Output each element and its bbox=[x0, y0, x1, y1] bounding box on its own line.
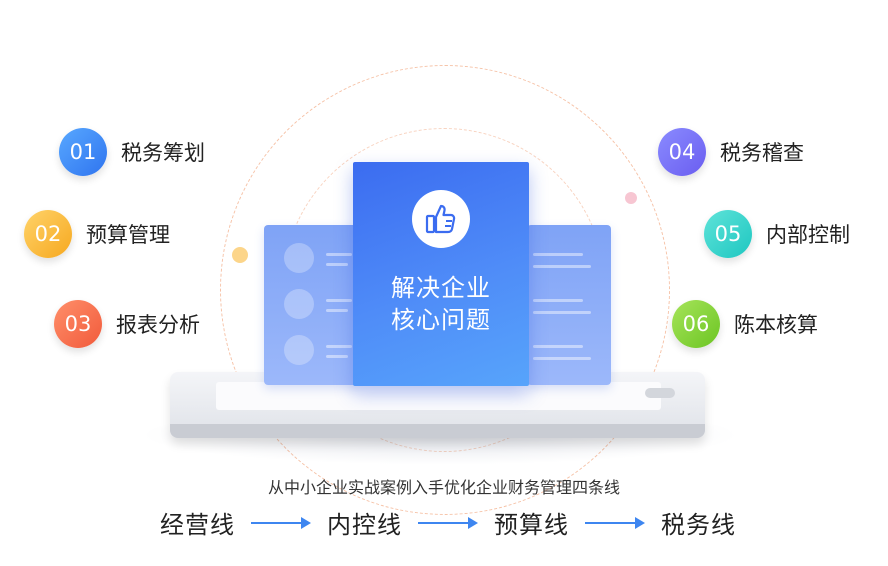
phone-bottom-edge bbox=[170, 424, 705, 438]
line-placeholder bbox=[533, 253, 583, 256]
arrow-right-icon bbox=[585, 516, 645, 530]
avatar-placeholder bbox=[284, 289, 314, 319]
flow-step-1: 经营线 bbox=[160, 511, 235, 539]
center-card: 解决企业 核心问题 bbox=[353, 162, 529, 386]
feature-number-badge: 05 bbox=[704, 210, 752, 258]
avatar-placeholder bbox=[284, 243, 314, 273]
feature-label: 陈本核算 bbox=[734, 313, 818, 337]
line-placeholder bbox=[533, 357, 591, 360]
caption-text: 从中小企业实战案例入手优化企业财务管理四条线 bbox=[267, 478, 620, 497]
flow-step-4: 税务线 bbox=[661, 511, 736, 539]
feature-item-01: 01 税务筹划 bbox=[59, 128, 205, 176]
feature-label: 内部控制 bbox=[766, 223, 850, 247]
avatar-placeholder bbox=[284, 335, 314, 365]
feature-label: 税务稽查 bbox=[720, 141, 804, 165]
feature-label: 预算管理 bbox=[86, 223, 170, 247]
feature-item-02: 02 预算管理 bbox=[24, 210, 170, 258]
feature-number-badge: 03 bbox=[54, 300, 102, 348]
feature-number-badge: 04 bbox=[658, 128, 706, 176]
thumbs-up-icon bbox=[425, 204, 456, 234]
line-placeholder bbox=[533, 265, 591, 268]
management-flow: 经营线 内控线 预算线 税务线 bbox=[160, 505, 736, 540]
decorative-dot-pink bbox=[625, 192, 637, 204]
line-placeholder bbox=[326, 299, 352, 302]
feature-item-04: 04 税务稽查 bbox=[658, 128, 804, 176]
line-placeholder bbox=[326, 309, 348, 312]
line-placeholder bbox=[533, 299, 583, 302]
arrow-right-icon bbox=[418, 516, 478, 530]
phone-illustration bbox=[170, 372, 705, 438]
feature-number-badge: 02 bbox=[24, 210, 72, 258]
line-placeholder bbox=[326, 355, 348, 358]
line-placeholder bbox=[326, 345, 352, 348]
feature-number-badge: 01 bbox=[59, 128, 107, 176]
flow-step-3: 预算线 bbox=[494, 511, 569, 539]
center-card-title-line1: 解决企业 bbox=[391, 274, 491, 302]
feature-label: 税务筹划 bbox=[121, 141, 205, 165]
arrow-right-icon bbox=[251, 516, 311, 530]
feature-label: 报表分析 bbox=[116, 313, 200, 337]
line-placeholder bbox=[533, 345, 583, 348]
decorative-dot-yellow bbox=[232, 247, 248, 263]
feature-number-badge: 06 bbox=[672, 300, 720, 348]
line-placeholder bbox=[326, 253, 352, 256]
phone-home-button bbox=[645, 388, 675, 398]
center-card-title-line2: 核心问题 bbox=[391, 306, 491, 334]
phone-screen bbox=[216, 382, 661, 410]
side-card-left bbox=[264, 225, 360, 385]
feature-item-06: 06 陈本核算 bbox=[672, 300, 818, 348]
side-card-right bbox=[527, 225, 611, 385]
feature-item-05: 05 内部控制 bbox=[704, 210, 850, 258]
thumb-badge bbox=[412, 190, 470, 248]
line-placeholder bbox=[326, 263, 348, 266]
feature-item-03: 03 报表分析 bbox=[54, 300, 200, 348]
flow-step-2: 内控线 bbox=[327, 511, 402, 539]
line-placeholder bbox=[533, 311, 591, 314]
